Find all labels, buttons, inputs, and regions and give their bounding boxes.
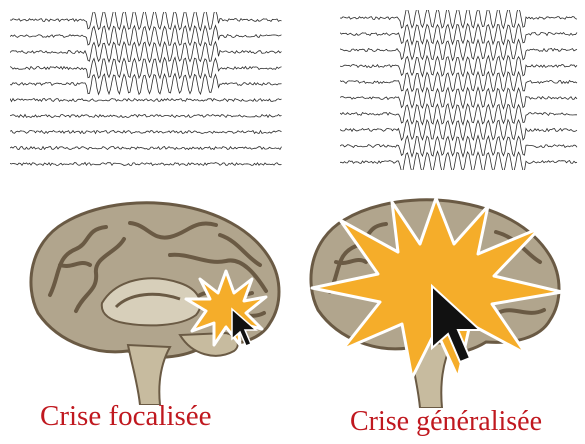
eeg-channel-trace xyxy=(340,151,577,170)
eeg-channel-trace xyxy=(10,74,282,95)
generalized-seizure-panel: Crise généralisée xyxy=(292,0,585,444)
eeg-channel-trace xyxy=(10,131,282,134)
caption-focal-seizure: Crise focalisée xyxy=(40,402,212,431)
focal-seizure-panel: Crise focalisée xyxy=(0,0,292,444)
eeg-trace-generalized xyxy=(340,10,578,170)
eeg-channel-trace xyxy=(10,26,282,47)
eeg-channel-trace xyxy=(10,42,282,63)
brain-illustration-generalized xyxy=(296,190,585,408)
eeg-channel-trace xyxy=(340,40,577,61)
caption-generalized-seizure: Crise généralisée xyxy=(350,408,542,436)
eeg-trace-focal xyxy=(10,12,282,172)
eeg-channel-trace xyxy=(10,147,282,150)
brain-illustration-focal xyxy=(20,195,292,405)
eeg-channel-trace xyxy=(10,163,282,166)
eeg-channel-trace xyxy=(10,58,282,79)
eeg-channel-trace xyxy=(10,99,282,102)
eeg-channel-trace xyxy=(10,12,282,31)
eeg-channel-trace xyxy=(10,115,282,118)
